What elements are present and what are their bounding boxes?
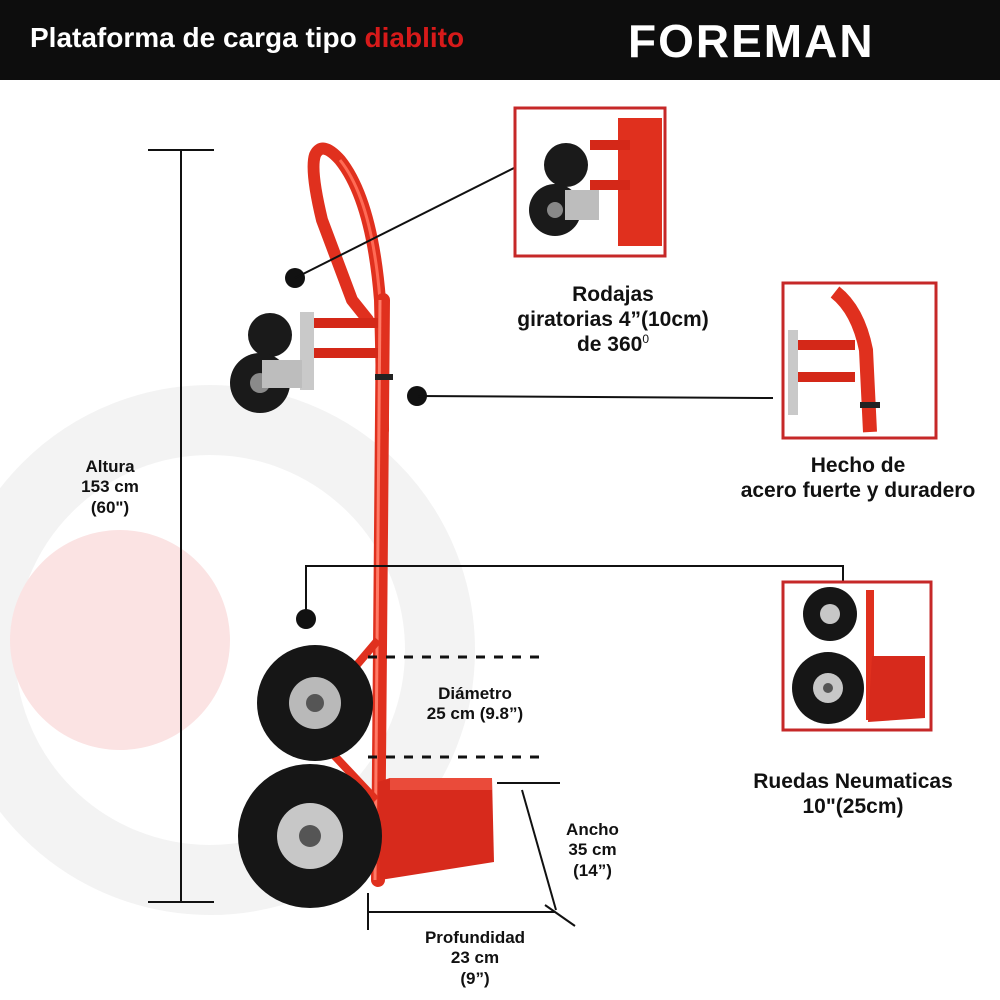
inset-casters	[513, 106, 667, 258]
casters-line2: giratorias 4”(10cm)	[517, 308, 709, 332]
brand-logo: FOREMAN	[628, 15, 875, 67]
height-label: Altura 153 cm (60")	[55, 457, 165, 518]
page-title: Plataforma de carga tipo diablito	[30, 22, 464, 54]
steel-line2: acero fuerte y duradero	[740, 479, 976, 503]
width-label: Ancho 35 cm (14”)	[550, 820, 635, 881]
height-line1: Altura	[85, 457, 135, 476]
diameter-line1: Diámetro	[438, 684, 512, 703]
height-line3: (60")	[90, 497, 130, 517]
background-circles	[0, 385, 475, 915]
callout-steel	[407, 386, 774, 406]
diameter-line2: 25 cm (9.8”)	[426, 704, 524, 724]
width-line1: Ancho	[566, 820, 619, 839]
wheels-label: Ruedas Neumaticas 10"(25cm)	[713, 769, 993, 819]
wheels-line1: Ruedas Neumaticas	[753, 770, 953, 793]
hand-truck	[230, 142, 494, 908]
casters-line3-sup: 0	[642, 332, 650, 347]
depth-label: Profundidad 23 cm (9”)	[400, 928, 550, 989]
width-line3: (14”)	[573, 860, 612, 880]
callout-wheels	[296, 565, 844, 629]
wheels-line2: 10"(25cm)	[802, 795, 904, 819]
depth-line1: Profundidad	[424, 928, 526, 947]
width-line2: 35 cm	[568, 840, 617, 860]
steel-label: Hecho de acero fuerte y duradero	[718, 453, 998, 503]
depth-line2: 23 cm	[450, 948, 500, 968]
title-main: Plataforma de carga tipo	[30, 22, 357, 53]
inset-steel	[781, 281, 938, 440]
inset-wheels	[781, 580, 933, 732]
title-accent: diablito	[364, 22, 465, 53]
steel-line1: Hecho de	[810, 454, 906, 477]
casters-line1: Rodajas	[572, 283, 654, 306]
diameter-label: Diámetro 25 cm (9.8”)	[395, 684, 555, 725]
callout-casters	[285, 167, 515, 288]
height-dimension	[148, 149, 214, 903]
casters-label: Rodajas giratorias 4”(10cm) de 3600	[478, 282, 748, 358]
depth-line3: (9”)	[460, 968, 490, 988]
casters-line3: de 3600	[478, 332, 748, 357]
casters-line3-text: de 360	[576, 333, 643, 357]
height-line2: 153 cm	[81, 477, 139, 497]
width-depth-dimensions	[367, 782, 576, 930]
header-bar: Plataforma de carga tipo diablito FOREMA…	[0, 0, 1000, 80]
diameter-marker	[368, 655, 545, 759]
